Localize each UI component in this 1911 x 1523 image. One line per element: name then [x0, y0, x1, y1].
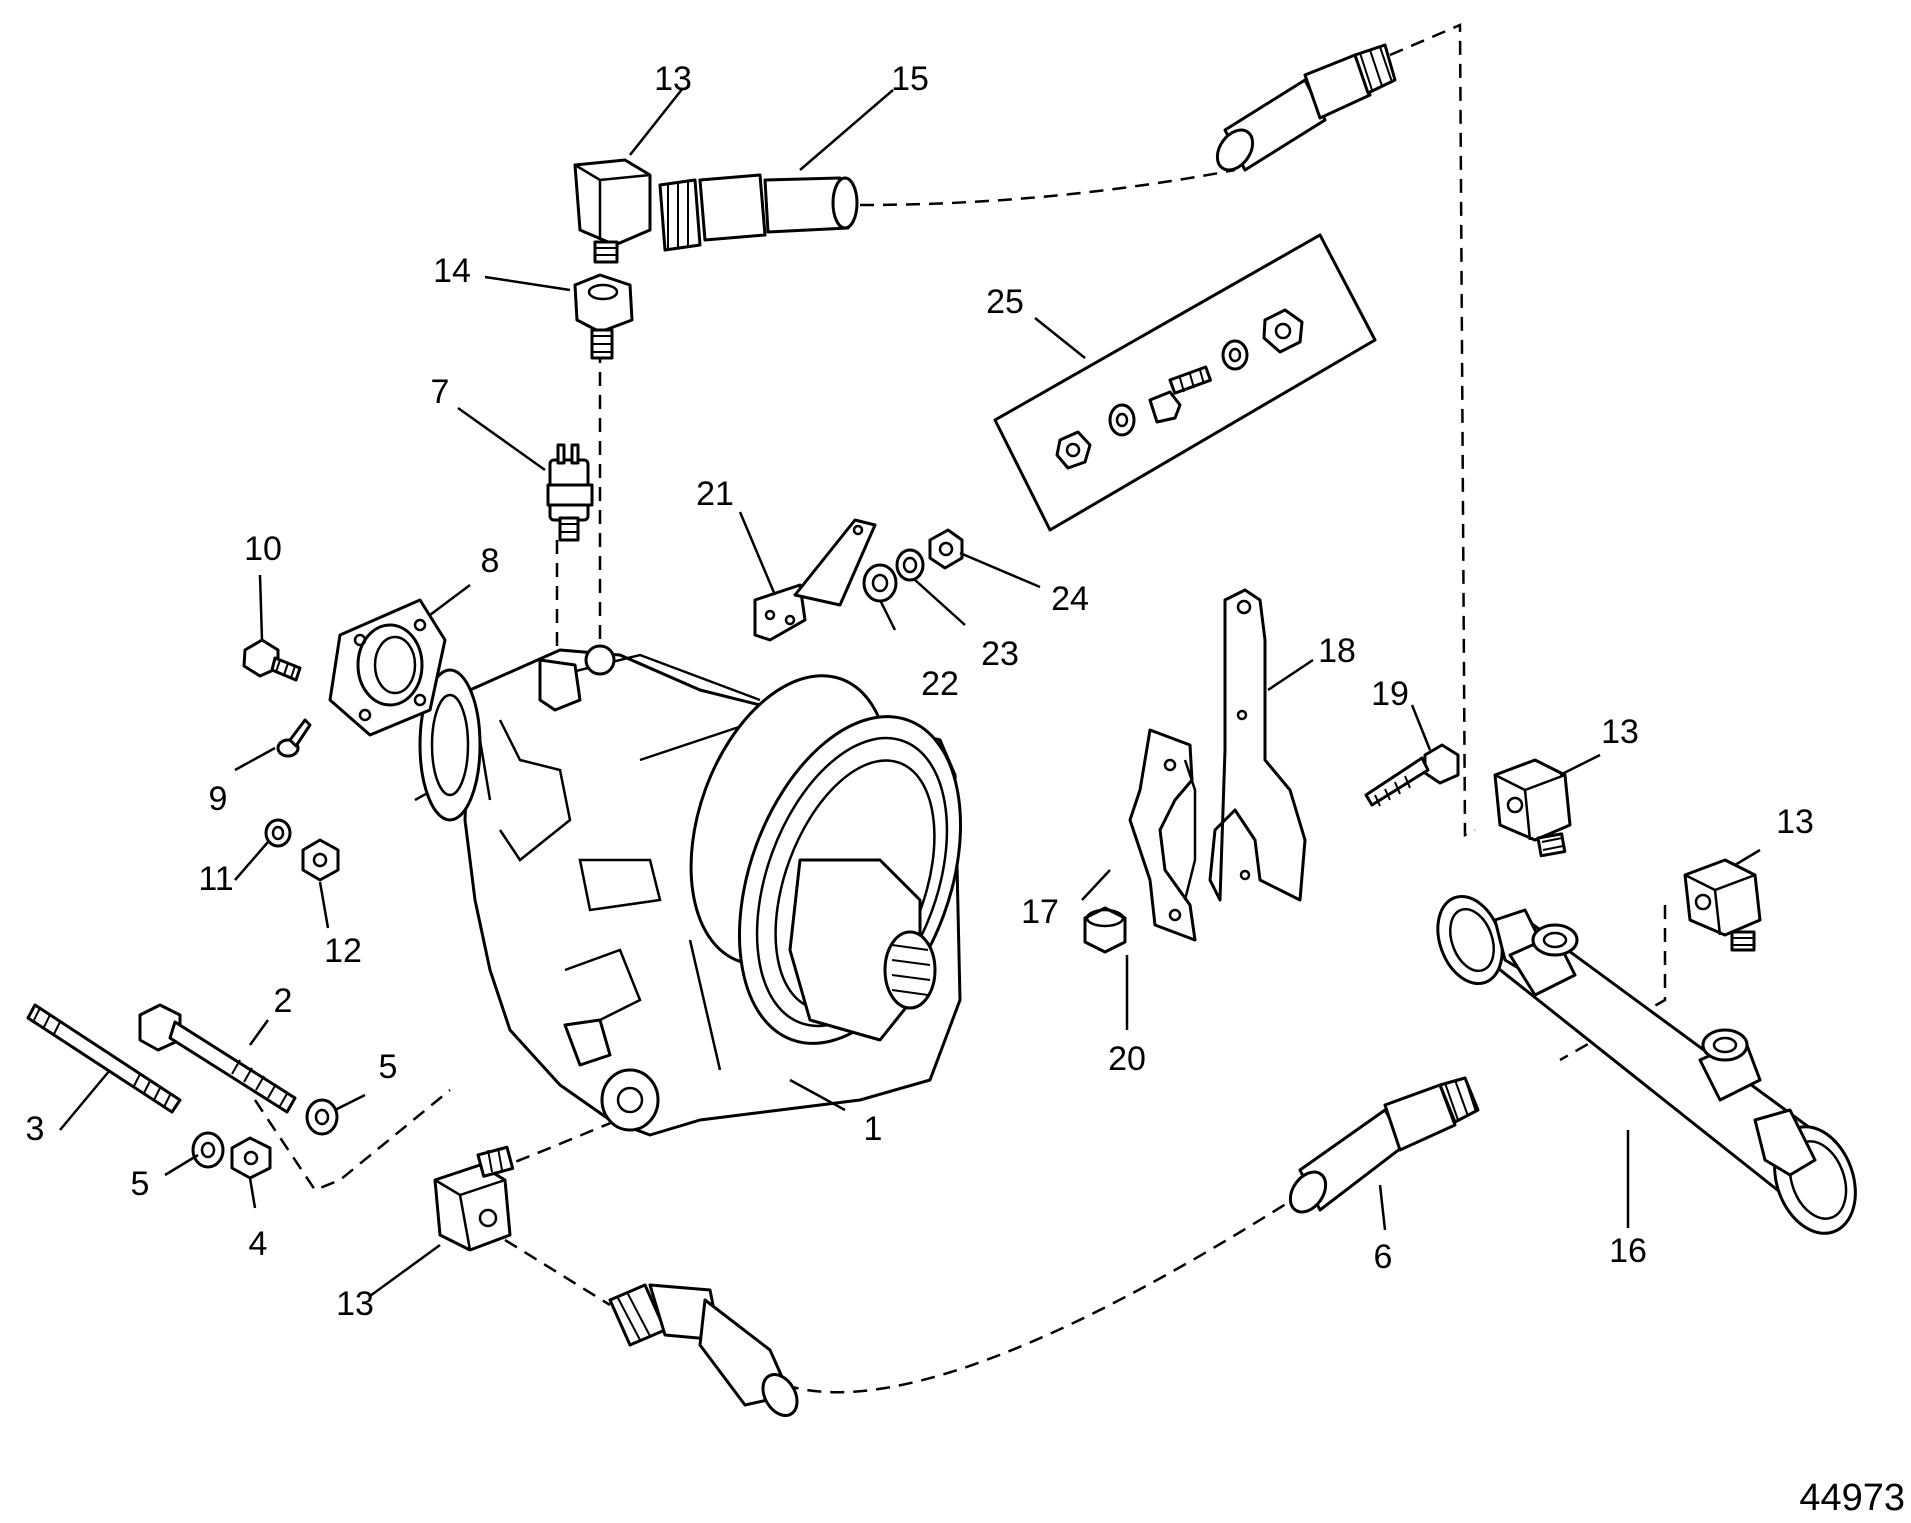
hose-fitting-6	[1288, 1076, 1480, 1214]
callout-8: 8	[481, 542, 500, 580]
callout-13-right-lower: 13	[1776, 803, 1814, 841]
elbow-fitting-13-right-upper	[1493, 758, 1572, 858]
callout-4: 4	[249, 1225, 268, 1263]
elbow-fitting-13-top	[573, 158, 652, 264]
washer-5-right	[305, 1098, 339, 1136]
callout-2: 2	[274, 982, 293, 1020]
nut-12	[301, 838, 340, 882]
callout-10: 10	[244, 530, 282, 568]
callout-16: 16	[1609, 1232, 1647, 1270]
bolt-19	[1364, 743, 1460, 807]
callout-13-lower-left: 13	[336, 1285, 374, 1323]
callout-11: 11	[198, 860, 233, 898]
hardware-kit-25	[993, 233, 1377, 532]
elbow-fitting-13-lower-left	[433, 1145, 515, 1252]
callout-1: 1	[864, 1110, 883, 1148]
callout-9: 9	[209, 780, 228, 818]
hose-fitting-15	[658, 173, 859, 252]
callout-15: 15	[891, 60, 929, 98]
callout-21: 21	[696, 475, 734, 513]
oil-cooler-16	[1436, 894, 1857, 1235]
lockwasher-11	[264, 818, 292, 848]
callout-5-right: 5	[379, 1048, 398, 1086]
callout-25: 25	[986, 283, 1024, 321]
bolt-2	[138, 1003, 297, 1114]
callout-7: 7	[431, 373, 450, 411]
callout-13-right-upper: 13	[1601, 713, 1639, 751]
callout-5-left: 5	[131, 1165, 150, 1203]
lockwasher-23	[895, 548, 925, 582]
temperature-switch-7	[546, 443, 594, 542]
routing-lines	[253, 23, 1667, 1394]
callout-22: 22	[921, 665, 959, 703]
callout-3: 3	[26, 1110, 45, 1148]
bracket-21	[753, 518, 877, 642]
stud-3	[26, 1003, 182, 1114]
clamp-17	[1128, 728, 1197, 942]
callout-20: 20	[1108, 1040, 1146, 1078]
nut-4	[230, 1136, 272, 1180]
callout-24: 24	[1051, 580, 1089, 618]
clamp-18	[1208, 588, 1307, 902]
transmission-assembly	[418, 644, 963, 1137]
callout-18: 18	[1318, 632, 1356, 670]
hose-fitting-top-right	[1215, 43, 1397, 172]
screw-9	[276, 718, 312, 758]
callout-6: 6	[1374, 1238, 1393, 1276]
callout-12: 12	[324, 932, 362, 970]
washer-22	[862, 563, 898, 603]
callout-14: 14	[433, 252, 471, 290]
callout-19: 19	[1371, 675, 1409, 713]
nut-24	[928, 528, 964, 570]
adapter-14	[573, 273, 634, 360]
bolt-10	[242, 638, 302, 682]
callout-17: 17	[1021, 893, 1059, 931]
callout-labels: 13 15 14 7 10 8 9 11 12 2 3 5 5 4 13 1 2…	[26, 60, 1814, 1323]
callout-13-top: 13	[654, 60, 692, 98]
hose-fitting-bottom	[608, 1283, 799, 1417]
callout-23: 23	[981, 635, 1019, 673]
nut-20	[1083, 906, 1127, 954]
washer-5-left	[191, 1131, 225, 1169]
elbow-fitting-13-right-lower	[1683, 858, 1762, 952]
figure-number: 44973	[1799, 1477, 1905, 1519]
flange-8	[328, 598, 447, 737]
leader-lines	[59, 87, 1761, 1298]
